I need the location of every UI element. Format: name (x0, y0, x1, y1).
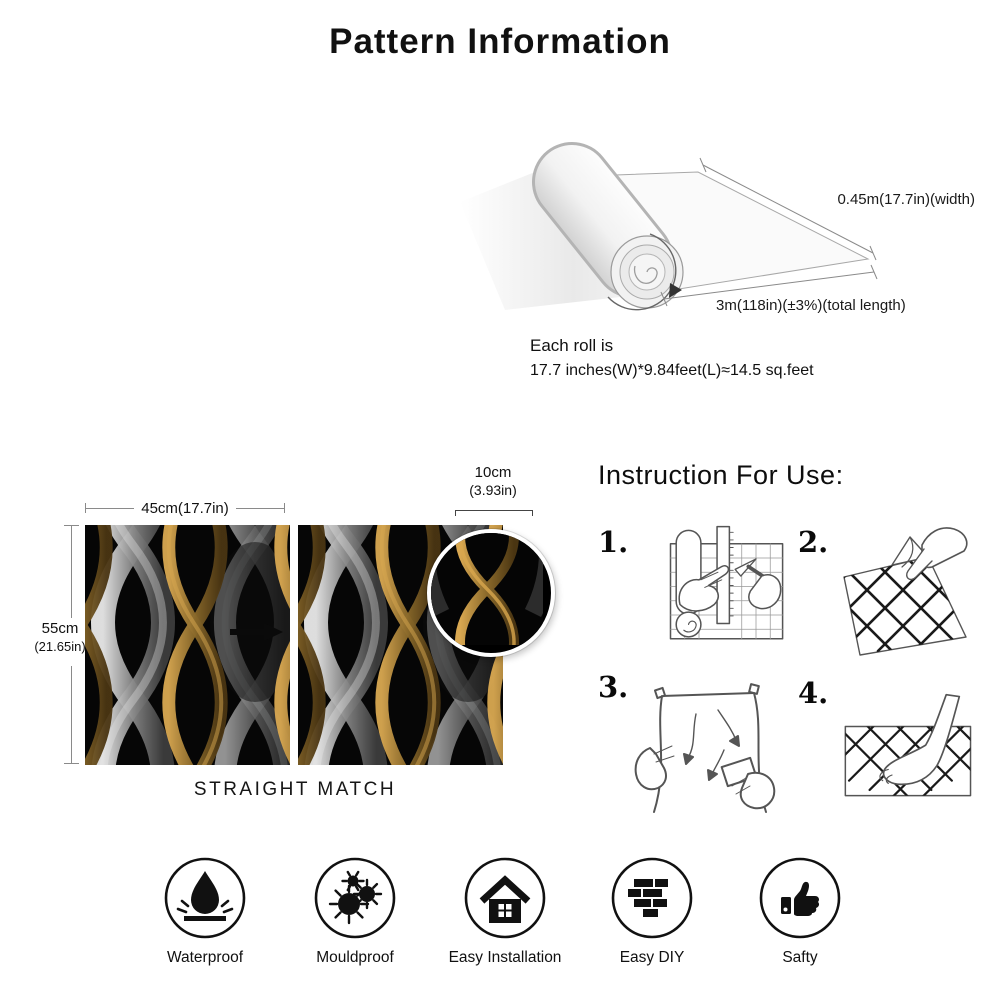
press-flat-illustration (844, 693, 972, 797)
feature-label: Easy DIY (619, 949, 685, 966)
wallpaper-swatch-panel-1 (85, 525, 290, 765)
wallpaper-roll-diagram (460, 142, 878, 311)
feature-label: Easy Installation (448, 949, 562, 966)
inset-size-cm: 10cm (474, 464, 512, 481)
feature-label: Waterproof (166, 949, 244, 966)
match-direction-arrow-icon (230, 623, 283, 641)
safety-icon (759, 857, 841, 939)
swatch-width-dimension: 45cm(17.7in) (85, 499, 286, 517)
step-number: 3. (598, 670, 629, 704)
peel-backing-illustration (843, 527, 968, 656)
swatch-width-label: 45cm(17.7in) (141, 499, 229, 517)
dimension-tick (85, 503, 86, 513)
step-number: 4. (798, 676, 829, 710)
mouldproof-icon (314, 857, 396, 939)
apply-smooth-illustration (634, 683, 776, 813)
roll-info-line2: 17.7 inches(W)*9.84feet(L)≈14.5 sq.feet (530, 362, 814, 379)
dimension-line (71, 666, 72, 763)
instructions-heading: Instruction For Use: (598, 460, 844, 490)
instruction-step-3: 3. (598, 658, 794, 818)
dimension-line (86, 507, 135, 509)
feature-waterproof: Waterproof (127, 856, 283, 967)
roll-width-label: 0.45m(17.7in)(width) (837, 191, 975, 208)
dimension-tick (284, 503, 286, 513)
pattern-zoom-inset (427, 529, 555, 657)
match-type-label: STRAIGHT MATCH (193, 779, 397, 800)
swatch-height-cm: 55cm (41, 620, 79, 637)
swatch-height-in: (21.65in) (34, 638, 86, 654)
feature-easy-diy: Easy DIY (574, 856, 730, 967)
feature-mouldproof: Mouldproof (277, 856, 433, 967)
easy-installation-icon (464, 857, 546, 939)
dimension-tick (64, 525, 79, 526)
swatch-height-label: 55cm (21.65in) (14, 620, 106, 655)
pattern-zoom-detail (431, 533, 551, 653)
page-title: Pattern Information (329, 22, 671, 61)
feature-safety: Safty (722, 856, 878, 967)
instruction-step-1: 1. (598, 515, 794, 660)
inset-size-in: (3.93in) (469, 482, 517, 498)
inset-dimension-bracket (455, 510, 533, 516)
feature-label: Mouldproof (316, 949, 394, 966)
easy-diy-icon (611, 857, 693, 939)
waterproof-icon (164, 857, 246, 939)
step-number: 1. (598, 525, 629, 559)
roll-length-label: 3m(118in)(±3%)(total length) (716, 297, 906, 314)
instruction-step-4: 4. (798, 658, 978, 818)
inset-size-label: 10cm (3.93in) (445, 464, 541, 499)
dimension-line (71, 526, 72, 618)
dimension-tick (64, 763, 79, 764)
roll-info-line1: Each roll is (530, 336, 614, 355)
feature-label: Safty (782, 949, 818, 966)
dimension-line (235, 507, 285, 509)
step-number: 2. (798, 525, 829, 559)
cut-wallpaper-illustration (669, 525, 784, 640)
instruction-step-2: 2. (798, 515, 978, 660)
feature-easy-installation: Easy Installation (427, 856, 583, 967)
